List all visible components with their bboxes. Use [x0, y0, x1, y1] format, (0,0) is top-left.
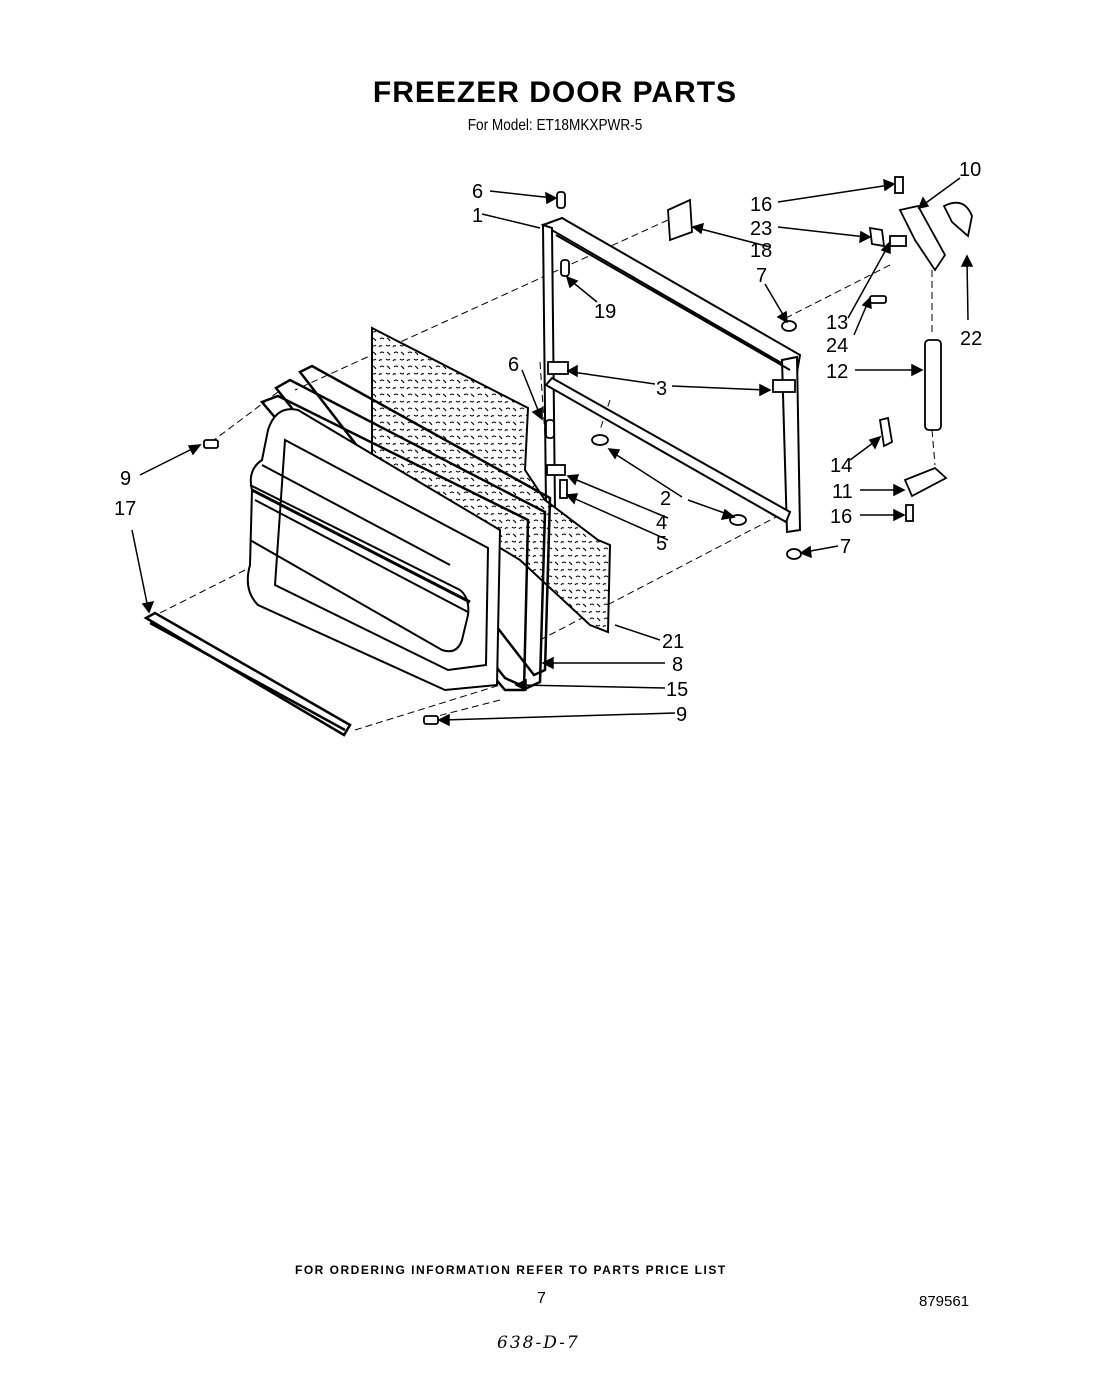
callout-labels: 6 1 18 19 16 23 10 7 13 24 22 12 6 3 2 4…	[114, 159, 982, 726]
callout-21: 21	[662, 631, 684, 653]
callout-2: 2	[660, 488, 671, 510]
inner-door-liner	[246, 408, 502, 692]
callout-1: 1	[472, 205, 483, 227]
callout-10: 10	[959, 159, 981, 181]
callout-13: 13	[826, 312, 848, 334]
callout-15: 15	[666, 679, 688, 701]
callout-23: 23	[750, 218, 772, 240]
callout-17: 17	[114, 498, 136, 520]
callout-5: 5	[656, 533, 667, 555]
callout-6: 6	[472, 181, 483, 203]
callout-19: 19	[594, 301, 616, 323]
callout-16-lower: 16	[830, 506, 852, 528]
callout-18: 18	[750, 240, 772, 262]
callout-4: 4	[656, 512, 667, 534]
callout-12: 12	[826, 361, 848, 383]
callout-8: 8	[672, 654, 683, 676]
page-number: 7	[537, 1290, 546, 1307]
callout-7: 7	[756, 265, 767, 287]
callout-22: 22	[960, 328, 982, 350]
ordering-info-note: FOR ORDERING INFORMATION REFER TO PARTS …	[295, 1263, 727, 1277]
exploded-view-diagram: 6 1 18 19 16 23 10 7 13 24 22 12 6 3 2 4…	[114, 159, 982, 737]
callout-3: 3	[656, 378, 667, 400]
callout-14: 14	[830, 455, 852, 477]
document-number: 879561	[919, 1293, 970, 1310]
page-title: FREEZER DOOR PARTS	[372, 76, 738, 109]
door-shelf-bar	[143, 611, 352, 737]
callout-9: 9	[120, 468, 131, 490]
leader-lines	[131, 177, 974, 727]
model-subtitle: For Model: ET18MKXPWR-5	[467, 117, 643, 134]
callout-6-lower: 6	[508, 354, 519, 376]
callout-11: 11	[832, 481, 853, 503]
callout-7-lower: 7	[840, 536, 851, 558]
handwritten-code: 638-D-7	[497, 1333, 580, 1353]
callout-9-lower: 9	[676, 704, 687, 726]
callout-16: 16	[750, 194, 772, 216]
callout-24: 24	[826, 335, 848, 357]
